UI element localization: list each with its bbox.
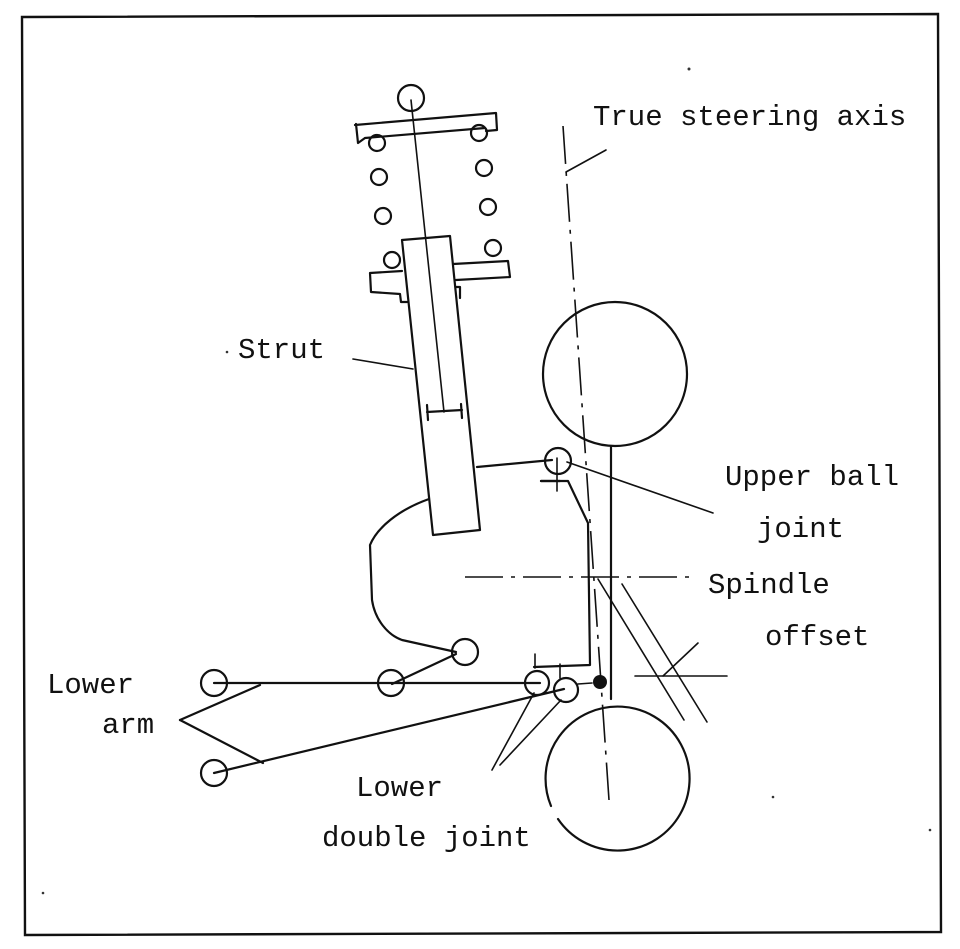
label-lower-arm-2: arm (102, 709, 154, 742)
label-lower-double-joint-2: double joint (322, 822, 531, 855)
coil-spring (367, 123, 503, 270)
label-true-steering-axis: True steering axis (593, 101, 906, 134)
true-steering-axis-leader (565, 149, 607, 173)
label-upper-ball-joint-1: Upper ball (725, 461, 899, 494)
label-upper-ball-joint-2: joint (757, 513, 844, 546)
spindle-bracket (532, 479, 592, 669)
lower-double-joint-leader-1 (491, 692, 535, 771)
label-lower-arm-1: Lower (47, 669, 134, 702)
label-spindle-offset-1: Spindle (708, 569, 830, 602)
steering-axis-ground-point (593, 675, 607, 689)
knuckle-upper-arm (475, 458, 554, 469)
lower-wheel-circle (544, 705, 691, 852)
label-spindle-offset-2: offset (765, 621, 869, 654)
lower-double-joint-leader-2 (499, 699, 562, 766)
upper-wheel-circle (541, 300, 689, 448)
knuckle-outline (368, 497, 458, 654)
upper-spring-seat (353, 111, 499, 145)
lower-spring-seat (368, 259, 512, 304)
lower-arm (178, 637, 566, 788)
upper-ball-joint-leader (566, 461, 714, 514)
lower-arm-link-bushing (450, 637, 480, 667)
spindle-offset-marks (465, 576, 728, 723)
piston-head (425, 402, 464, 422)
top-mount-circle (396, 83, 426, 113)
diagram-frame (20, 12, 943, 937)
lower-arm-rear-bushing (199, 758, 229, 788)
strut-assembly (353, 83, 512, 537)
knuckle-lower-link (390, 652, 458, 686)
strut-body (400, 234, 482, 537)
true-steering-axis-line (562, 125, 610, 801)
piston-rod (410, 99, 445, 413)
knuckle (368, 445, 613, 701)
lower-double-joint (491, 653, 607, 771)
label-lower-double-joint-1: Lower (356, 772, 443, 805)
label-strut: Strut (238, 334, 325, 367)
strut-leader (352, 358, 414, 370)
upper-ball-joint (539, 446, 714, 514)
